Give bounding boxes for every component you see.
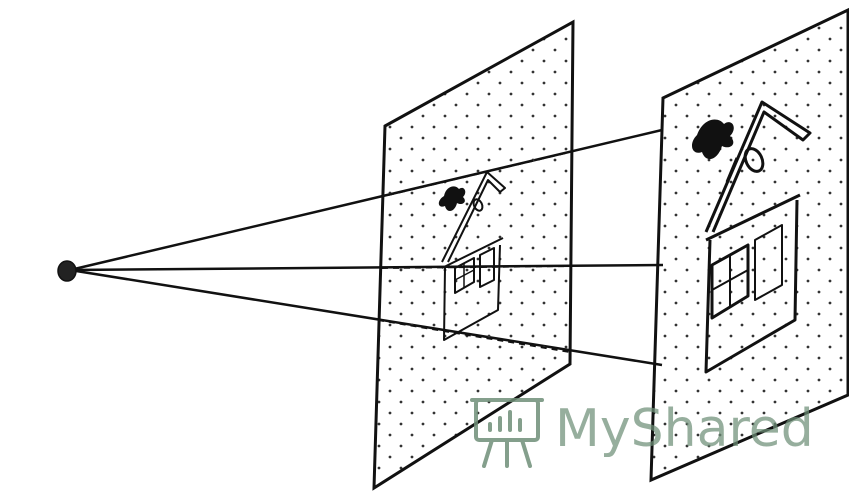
eye-point [58,261,76,281]
projection-rays [70,130,663,365]
ray-bottom [70,270,662,365]
watermark-text: MyShared [555,399,814,459]
ray-middle [70,265,663,270]
watermark: MyShared [472,399,814,466]
front-image-plane [374,22,573,488]
